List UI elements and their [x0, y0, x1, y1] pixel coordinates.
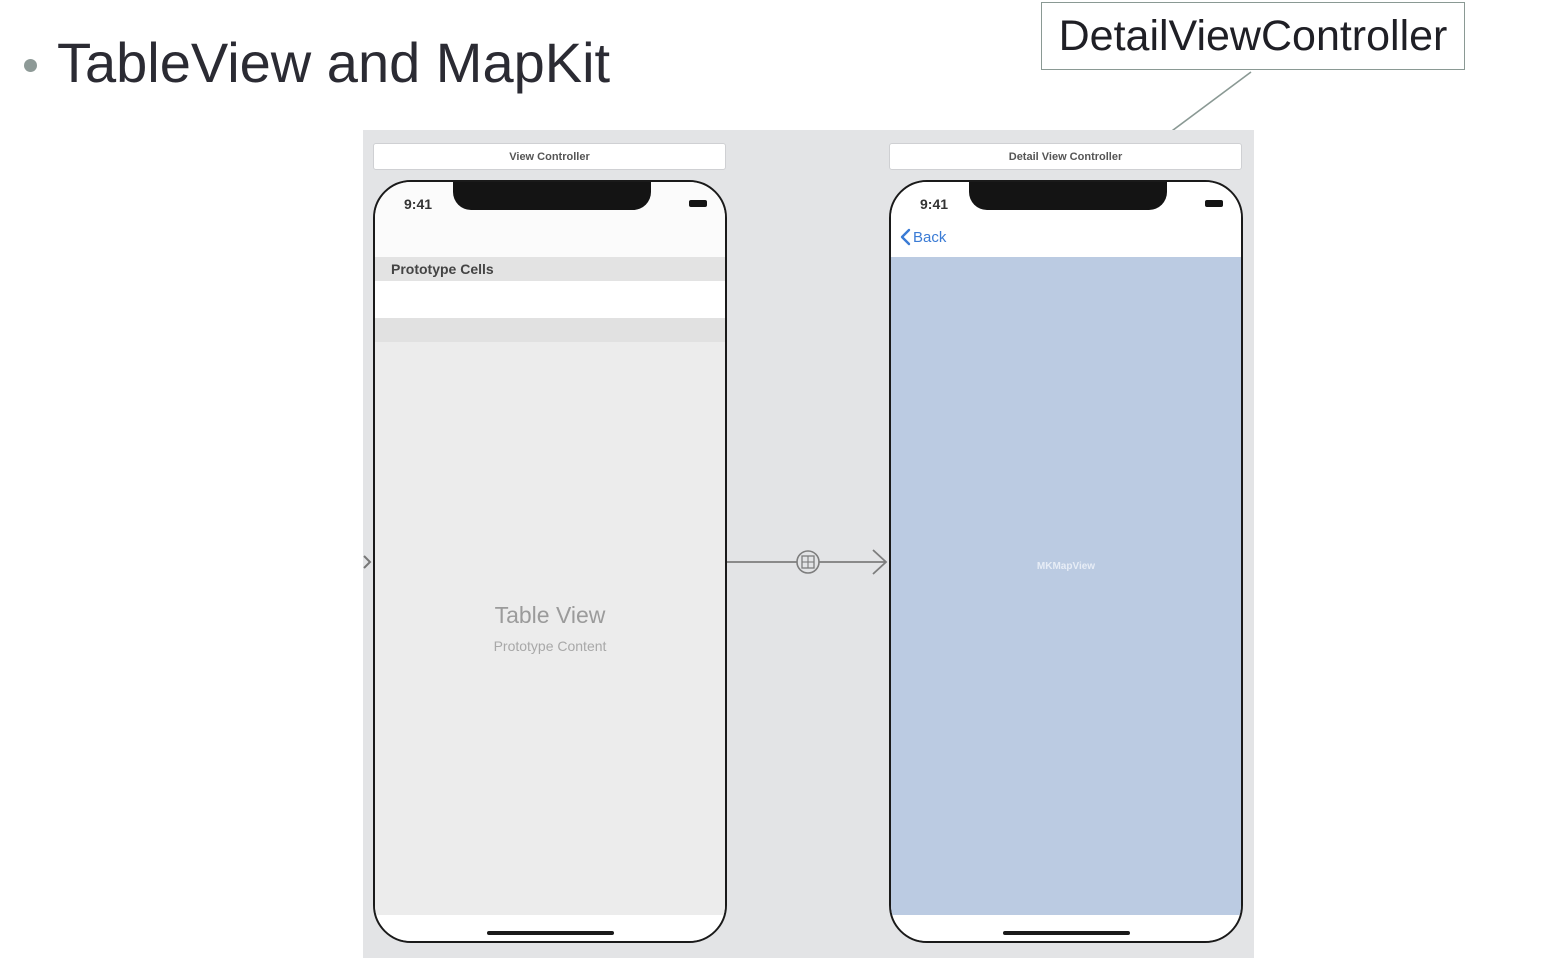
- home-indicator: [487, 931, 614, 935]
- scene-title: Detail View Controller: [1008, 150, 1123, 163]
- storyboard-canvas[interactable]: View Controller 9:41 Prototype Cells Tab…: [363, 130, 1254, 958]
- segue-arrowhead: [872, 549, 888, 575]
- map-view-label: MKMapView: [1036, 561, 1096, 572]
- back-button[interactable]: Back: [900, 228, 946, 246]
- slide-title: TableView and MapKit: [57, 31, 611, 94]
- table-view-subtitle: Prototype Content: [493, 638, 607, 654]
- callout-label: DetailViewController: [1058, 11, 1448, 60]
- section-header-label: Prototype Cells: [391, 261, 494, 277]
- entry-point-arrow-icon[interactable]: [363, 555, 372, 569]
- status-time: 9:41: [404, 196, 433, 212]
- battery-icon: [689, 200, 707, 207]
- status-time: 9:41: [920, 196, 949, 212]
- map-view[interactable]: MKMapView: [891, 257, 1241, 915]
- phone-view-controller[interactable]: 9:41 Prototype Cells Table View Prototyp…: [373, 180, 727, 943]
- bottom-safe-area: [891, 915, 1241, 941]
- table-view[interactable]: Table View Prototype Content: [375, 342, 725, 915]
- segue-icon[interactable]: [796, 550, 820, 574]
- notch: [453, 182, 651, 210]
- back-label: Back: [913, 228, 947, 246]
- back-chevron-icon: [900, 228, 911, 246]
- notch: [969, 182, 1167, 210]
- phone-detail-view-controller[interactable]: 9:41 Back MKMapView: [889, 180, 1243, 943]
- table-view-title: Table View: [494, 602, 606, 628]
- section-header: Prototype Cells: [375, 257, 725, 281]
- scene-bar-detail-view-controller[interactable]: Detail View Controller: [889, 143, 1242, 170]
- battery-icon: [1205, 200, 1223, 207]
- scene-bar-view-controller[interactable]: View Controller: [373, 143, 726, 170]
- callout-box: DetailViewController: [1041, 2, 1465, 70]
- home-indicator: [1003, 931, 1130, 935]
- prototype-cell[interactable]: [375, 281, 725, 318]
- prototype-gap: [375, 318, 725, 342]
- scene-title: View Controller: [509, 150, 590, 163]
- bottom-safe-area: [375, 915, 725, 941]
- bullet-dot: [24, 59, 37, 72]
